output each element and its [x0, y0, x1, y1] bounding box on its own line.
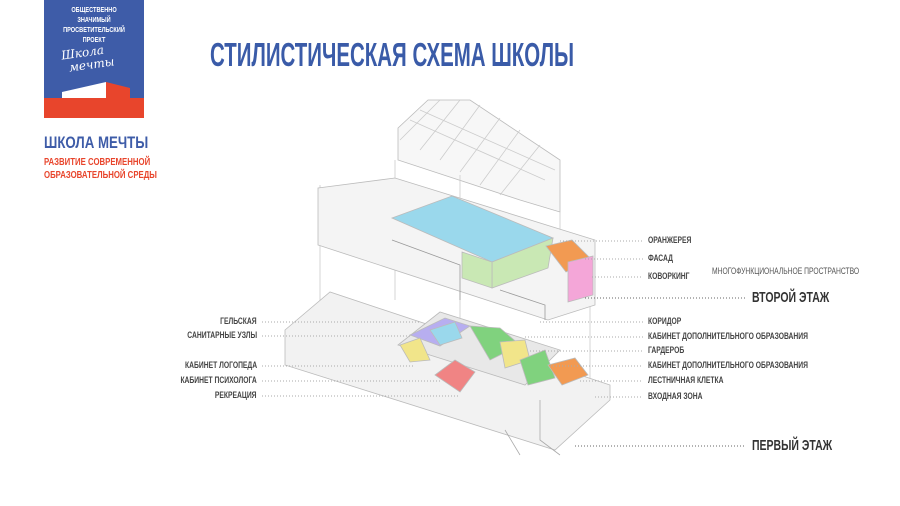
label-right: ВХОДНАЯ ЗОНА	[648, 391, 703, 401]
label-right: КОРИДОР	[648, 316, 682, 326]
project-logo: ОБЩЕСТВЕННО ЗНАЧИМЫЙ ПРОСВЕТИТЕЛЬСКИЙ ПРО…	[44, 0, 144, 118]
label-left: САНИТАРНЫЕ УЗЛЫ	[187, 330, 257, 340]
label-right: КАБИНЕТ ДОПОЛНИТЕЛЬНОГО ОБРАЗОВАНИЯ	[648, 360, 808, 370]
logo-house-icon	[44, 82, 144, 118]
logo-line1: ОБЩЕСТВЕННО ЗНАЧИМЫЙ	[71, 7, 117, 24]
first-floor	[284, 291, 611, 456]
logo-caption: ОБЩЕСТВЕННО ЗНАЧИМЫЙ ПРОСВЕТИТЕЛЬСКИЙ ПРО…	[54, 6, 134, 46]
room-additional-2	[519, 349, 556, 386]
label-left: ГЕЛЬСКАЯ	[220, 316, 257, 326]
label-right: ЛЕСТНИЧНАЯ КЛЕТКА	[648, 375, 724, 385]
label-left: РЕКРЕАЦИЯ	[215, 390, 257, 400]
sub2: ОБРАЗОВАТЕЛЬНОЙ СРЕДЫ	[44, 170, 157, 181]
room-sanitary	[399, 337, 431, 363]
second-floor	[317, 177, 596, 321]
label-right: КОВОРКИНГ	[648, 271, 690, 281]
room-stairs	[547, 357, 589, 386]
second-floor-label: ВТОРОЙ ЭТАЖ	[752, 289, 830, 306]
label-left: КАБИНЕТ ПСИХОЛОГА	[180, 375, 257, 385]
roof	[397, 99, 561, 213]
label-right: ФАСАД	[648, 253, 673, 263]
label-left: КАБИНЕТ ЛОГОПЕДА	[184, 360, 257, 370]
label-right: ОРАНЖЕРЕЯ	[648, 235, 692, 245]
label-right: КАБИНЕТ ДОПОЛНИТЕЛЬНОГО ОБРАЗОВАНИЯ	[648, 331, 808, 341]
room-psychologist	[434, 359, 476, 393]
sub1: РАЗВИТИЕ СОВРЕМЕННОЙ	[44, 157, 151, 168]
label-right: ГАРДЕРОБ	[648, 345, 685, 355]
brand-name: ШКОЛА МЕЧТЫ	[44, 133, 149, 152]
label-multifunctional: МНОГОФУНКЦИОНАЛЬНОЕ ПРОСТРАНСТВО	[712, 266, 860, 276]
room-coworking	[567, 255, 594, 303]
first-floor-label: ПЕРВЫЙ ЭТАЖ	[752, 437, 833, 454]
page-title: СТИЛИСТИЧЕСКАЯ СХЕМА ШКОЛЫ	[210, 36, 575, 73]
logo-line2: ПРОСВЕТИТЕЛЬСКИЙ ПРОЕКТ	[63, 27, 125, 44]
brand-subtitle: РАЗВИТИЕ СОВРЕМЕННОЙ ОБРАЗОВАТЕЛЬНОЙ СРЕД…	[44, 156, 157, 182]
